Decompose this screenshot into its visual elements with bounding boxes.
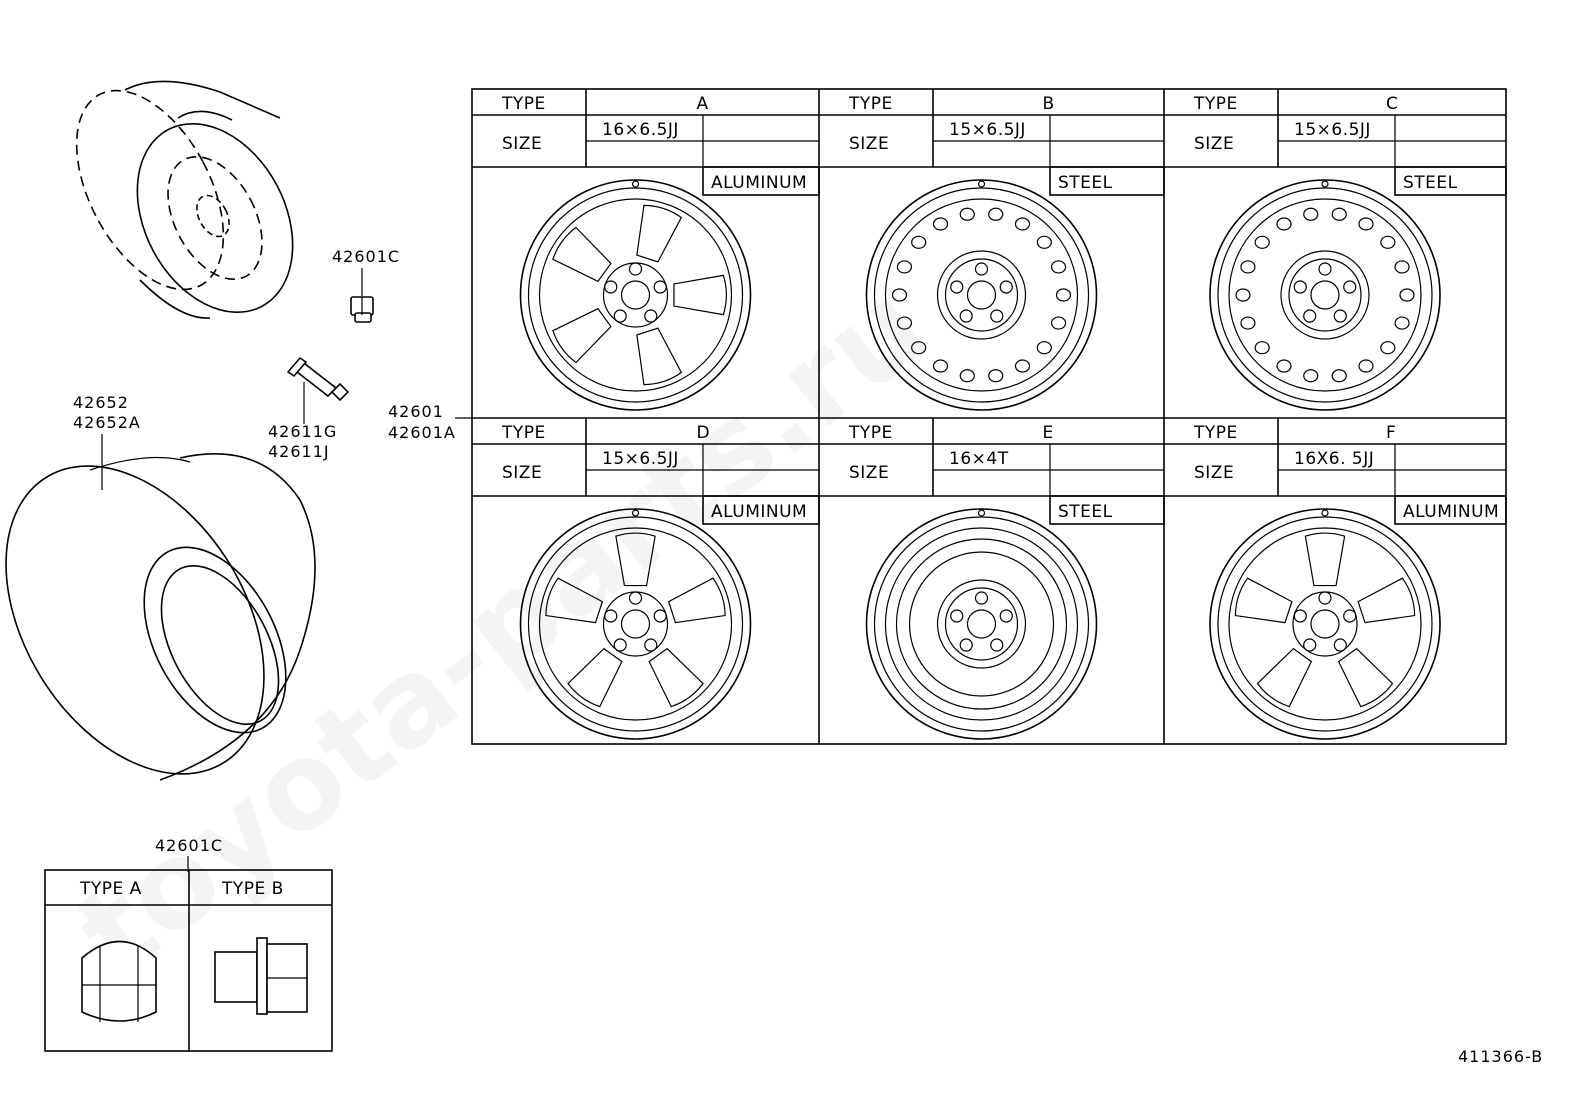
wheel-cell-c: TYPE C SIZE 15×6.5JJ STEEL bbox=[1164, 89, 1507, 411]
nut-type-a-icon bbox=[81, 940, 157, 1022]
material-label: ALUMINUM bbox=[711, 173, 807, 193]
callout-42601a: 42601A bbox=[388, 423, 456, 442]
type-label: TYPE bbox=[848, 423, 893, 443]
callout-42601: 42601 bbox=[388, 402, 444, 421]
callout-42611g: 42611G bbox=[268, 422, 337, 441]
size-label: SIZE bbox=[502, 134, 542, 154]
valve-stem-icon bbox=[286, 356, 350, 402]
material-label: ALUMINUM bbox=[1403, 502, 1499, 522]
type-value: E bbox=[1043, 423, 1054, 443]
type-value: B bbox=[1043, 94, 1055, 114]
size-label: SIZE bbox=[502, 463, 542, 483]
callout-42652a: 42652A bbox=[73, 413, 141, 432]
wheel-rim-icon-f bbox=[1209, 508, 1441, 740]
callout-42611j: 42611J bbox=[268, 442, 330, 461]
material-label: STEEL bbox=[1058, 173, 1113, 193]
size-label: SIZE bbox=[1194, 463, 1234, 483]
size-value: 16×4T bbox=[949, 449, 1009, 469]
figure-code: 411366-B bbox=[1458, 1047, 1543, 1066]
material-label: STEEL bbox=[1403, 173, 1458, 193]
material-label: ALUMINUM bbox=[711, 502, 807, 522]
wheel-cell-d: TYPE D SIZE 15×6.5JJ ALUMINUM bbox=[472, 418, 820, 740]
material-label: STEEL bbox=[1058, 502, 1113, 522]
type-label: TYPE bbox=[1193, 94, 1238, 114]
size-label: SIZE bbox=[849, 463, 889, 483]
wheel-rim-icon-d bbox=[519, 508, 752, 740]
wheel-rim-icon-a bbox=[519, 179, 752, 411]
callout-42601c: 42601C bbox=[332, 247, 400, 266]
nut-table bbox=[44, 869, 333, 1052]
type-value: F bbox=[1386, 423, 1396, 443]
callout-42652: 42652 bbox=[73, 393, 129, 412]
wheel-rim-icon-b bbox=[865, 179, 1098, 411]
size-value: 16X6. 5JJ bbox=[1294, 449, 1374, 469]
wheel-rim-icon-c bbox=[1209, 179, 1441, 411]
size-label: SIZE bbox=[849, 134, 889, 154]
wheel-table bbox=[471, 88, 1507, 745]
size-value: 15×6.5JJ bbox=[1294, 120, 1371, 140]
wheel-cell-f: TYPE F SIZE 16X6. 5JJ ALUMINUM bbox=[1164, 418, 1507, 740]
nut-type-a-label: TYPE A bbox=[79, 879, 142, 899]
nut-type-b-label: TYPE B bbox=[221, 879, 284, 899]
wheel-cell-a: TYPE A SIZE 16×6.5JJ ALUMINUM bbox=[472, 89, 820, 411]
type-label: TYPE bbox=[1193, 423, 1238, 443]
wheel-rim-icon-e bbox=[865, 508, 1098, 740]
wheel-drawing bbox=[75, 80, 294, 319]
wheel-cell-e: TYPE E SIZE 16×4T STEEL bbox=[819, 418, 1165, 740]
nut-type-b-icon bbox=[214, 937, 308, 1015]
nut-table-part: 42601C bbox=[155, 836, 223, 855]
size-value: 15×6.5JJ bbox=[949, 120, 1026, 140]
type-label: TYPE bbox=[501, 94, 546, 114]
size-value: 16×6.5JJ bbox=[602, 120, 679, 140]
type-value: D bbox=[697, 423, 711, 443]
type-label: TYPE bbox=[501, 423, 546, 443]
watermark: toyota-parts.ru bbox=[52, 257, 952, 1003]
wheel-cell-b: TYPE B SIZE 15×6.5JJ STEEL bbox=[819, 89, 1165, 411]
tire-drawing bbox=[5, 453, 316, 781]
type-value: A bbox=[697, 94, 709, 114]
wheel-nut-icon bbox=[350, 296, 374, 323]
type-label: TYPE bbox=[848, 94, 893, 114]
size-value: 15×6.5JJ bbox=[602, 449, 679, 469]
size-label: SIZE bbox=[1194, 134, 1234, 154]
type-value: C bbox=[1386, 94, 1398, 114]
